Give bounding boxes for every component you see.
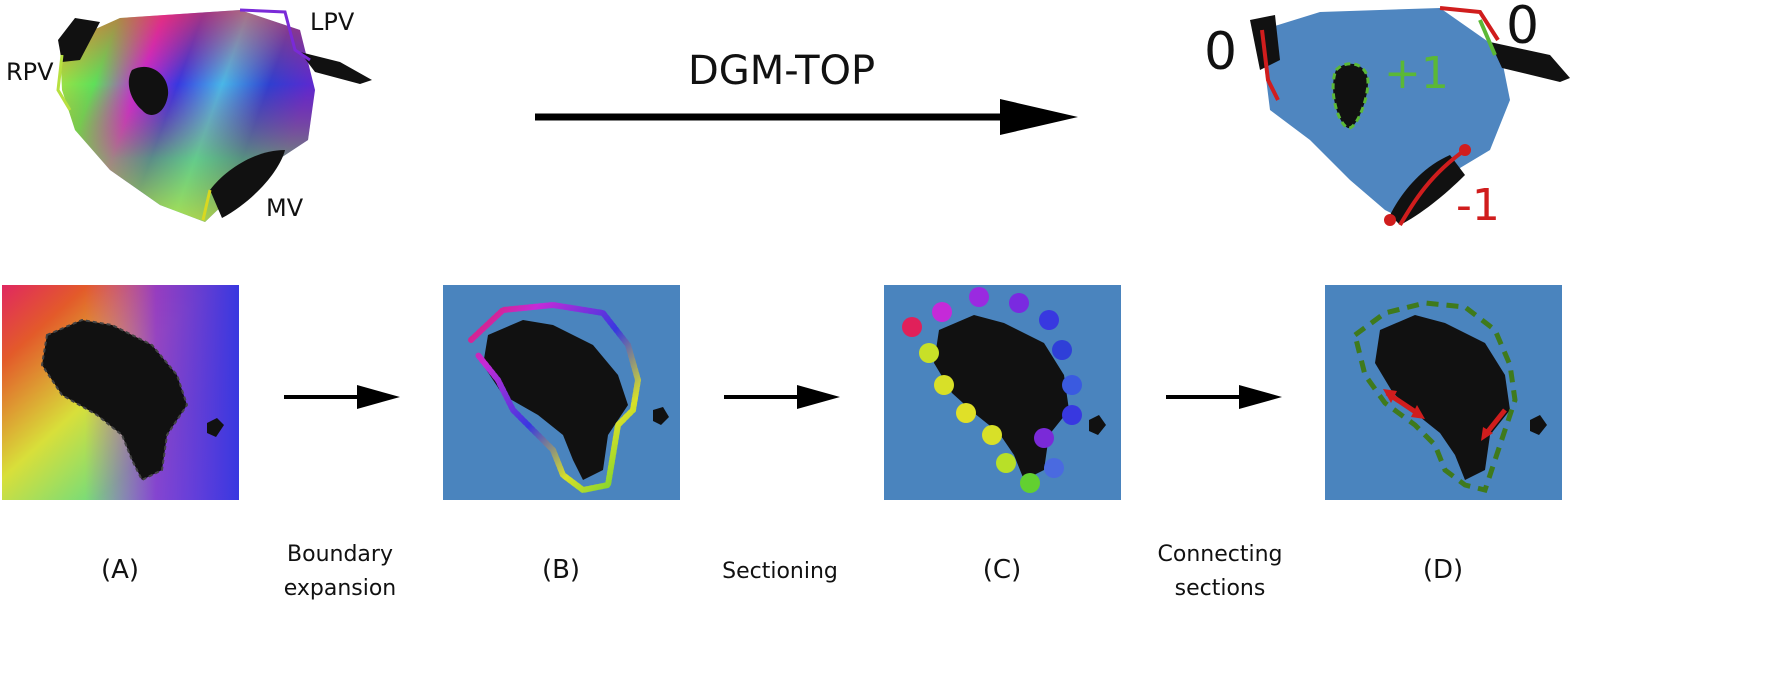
dgm-top-label: DGM-TOP <box>688 48 876 94</box>
panel-a-image <box>2 285 239 500</box>
caption-a: (A) <box>100 555 140 585</box>
panel-b-image <box>443 285 680 500</box>
panel-d-image <box>1325 285 1562 500</box>
atrium-colormap-mesh <box>56 8 372 222</box>
caption-d: (D) <box>1422 555 1464 585</box>
panel-c-image <box>884 285 1121 500</box>
step-arrow-3 <box>1166 385 1282 409</box>
caption-c: (C) <box>982 555 1022 585</box>
result-mesh <box>1250 6 1570 227</box>
step-arrow-2 <box>724 385 840 409</box>
step-arrow-1 <box>284 385 400 409</box>
step-label-boundary-expansion: Boundary expansion <box>240 538 440 606</box>
step-label-line: Sectioning <box>722 559 838 584</box>
step-label-connecting-sections: Connecting sections <box>1120 538 1320 606</box>
step-label-line: Connecting <box>1157 542 1283 567</box>
dgm-top-arrow <box>535 99 1078 135</box>
rpv-label: RPV <box>6 58 54 86</box>
lpv-label: LPV <box>310 8 355 36</box>
result-plus-one: +1 <box>1384 48 1449 99</box>
mv-label: MV <box>266 194 304 222</box>
result-zero-left: 0 <box>1204 22 1238 82</box>
step-label-line: sections <box>1174 576 1266 601</box>
result-zero-right: 0 <box>1506 0 1540 56</box>
result-minus-one: -1 <box>1456 180 1500 231</box>
step-label-line: expansion <box>283 576 397 601</box>
step-label-line: Boundary <box>287 542 393 567</box>
step-label-sectioning: Sectioning <box>680 555 880 589</box>
caption-b: (B) <box>541 555 581 585</box>
